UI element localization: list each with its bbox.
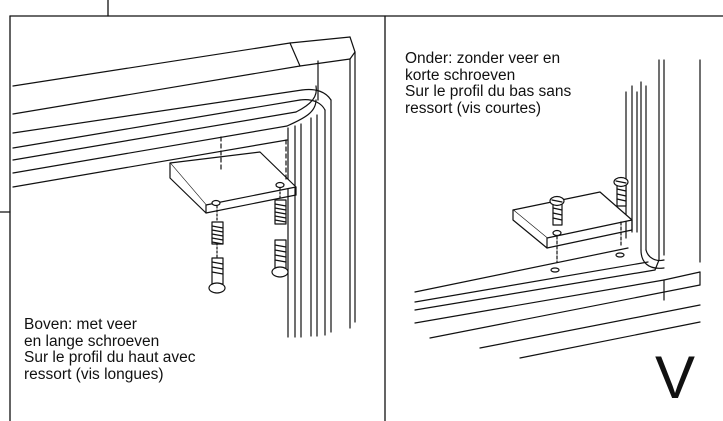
right-frame-profile <box>414 59 701 359</box>
caption-line: ressort (vis courtes) <box>405 99 542 117</box>
lower-profile-caption: Onder: zonder veer en korte schroeven Su… <box>405 50 572 117</box>
caption-line: korte schroeven <box>405 66 516 84</box>
left-springs-and-long-screws <box>208 187 289 294</box>
left-mounting-bracket <box>169 136 297 214</box>
caption-line: Onder: zonder veer en <box>405 50 561 67</box>
caption-line: ressort (vis longues) <box>24 365 164 383</box>
right-mounting-bracket <box>512 191 633 263</box>
caption-line: Sur le profil du haut avec <box>24 349 196 366</box>
caption-line: Boven: met veer <box>24 316 137 333</box>
left-frame-profile <box>12 36 356 338</box>
upper-profile-caption: Boven: met veer en lange schroeven Sur l… <box>24 316 196 383</box>
caption-line: Sur le profil du bas sans <box>405 83 572 100</box>
caption-line: en lange schroeven <box>24 332 160 350</box>
section-letter: V <box>655 344 696 411</box>
right-short-screws <box>549 176 629 226</box>
